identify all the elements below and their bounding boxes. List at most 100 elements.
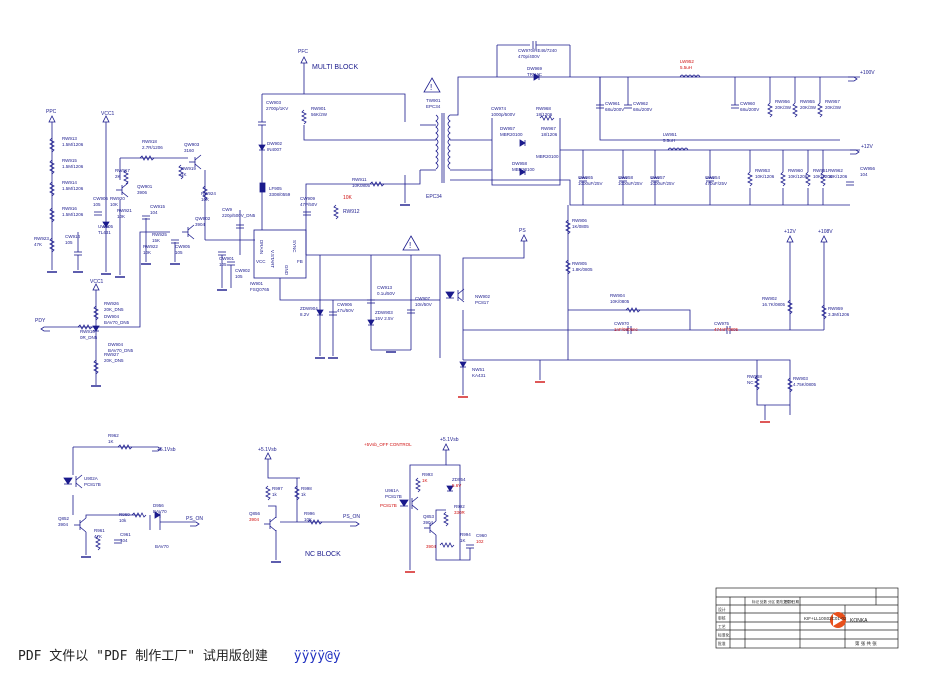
ic-pin-sync: SYNC [292,240,297,253]
part-value-rw924: 10K [201,197,209,202]
svg-text:!: ! [430,83,432,92]
part-ref-rw968b: RW968 [747,374,762,379]
part-value-qw903: 3160 [184,148,195,153]
part-ref-r993: R993 [422,472,433,477]
part-value-cw970b: 1nF/0805nc [614,327,639,332]
title-block-row-label: 工艺 [718,624,726,629]
part-value-r997: 1k [272,492,278,497]
part-ref-cw913: CW913 [377,285,393,290]
part-value-dw958: MBR20100 [512,167,535,172]
capacitor-symbol [329,311,337,316]
title-block-header: 签名 [784,599,791,604]
part-value-rw902: 16.7K/0805 [762,302,786,307]
capacitor-symbol [218,251,226,256]
part-value-rw922: 10K [143,250,151,255]
resistor-symbol [49,137,55,153]
pdf-watermark-footer: PDF 文件以 "PDF 制作工厂" 试用版创建 ÿÿÿÿ@ÿ [18,645,341,664]
net-label-ps-on-1: PS_ON [186,516,203,522]
part-value-cw905: 105 [175,250,183,255]
part-ref-cw901: CW901 [219,256,235,261]
resistor-symbol [117,444,133,450]
part-value-rw914: 1.5M/1206 [62,186,84,191]
part-ref-cw902: CW902 [235,268,251,273]
title-block-row-label: 标准化 [718,633,730,638]
part-value-cw906b: 47u/50V [337,308,354,313]
part-ref-cw974: CW974 [491,106,507,111]
part-ref-rw906: RW906 [572,218,587,223]
part-value-cw960: 68u/200V [740,107,759,112]
rail-arrow-icon [102,115,110,123]
resistor-symbol [817,102,823,118]
capacitor-symbol [624,104,632,109]
part-ref-q856: Q856 [249,511,261,516]
diode-symbol [92,325,100,332]
part-value-lf905: 3308/0559 [269,192,291,197]
capacitor-symbol [303,211,311,216]
part-ref-rw902: RW902 [762,296,777,301]
part-value-rw968: 18/1206 [536,112,553,117]
resistor-symbol [294,485,300,501]
part-ref-nw51: NW51 [472,367,485,372]
transistor-symbol [116,182,129,198]
part-value-c960: 102 [476,539,484,544]
part-ref-c960: C960 [476,533,487,538]
part-ref-q852: Q852 [58,516,70,521]
part-value-cw961: 68u/200V [605,107,624,112]
part-ref-rw926: RW926 [104,301,119,306]
title-block-header: 日期 [792,599,800,604]
part-value-uw905: TL431 [98,230,111,235]
resistor-symbol [539,115,555,121]
part-value-u902a: PC817B [84,482,101,487]
part-value-cw954: 470uF/25V [705,181,727,186]
diode-symbol [102,221,110,228]
capacitor-symbol [627,326,632,334]
resistor-symbol [747,171,753,187]
part-ref-cw914: CW914 [65,234,81,239]
part-value-rw905: 1.8K/0805 [572,267,593,272]
rail-label-pfc: PFC [298,49,308,55]
part-value-cw913: 0.1u/50V [377,291,395,296]
resistor-symbol [439,542,455,548]
resistor-symbol [301,109,307,125]
capacitor-symbol [407,309,415,314]
part-ref-zdw903: ZDW903 [375,310,393,315]
part-ref-cw975: CW975 [714,321,730,326]
part-value-rw959: 3.3M/1206 [828,312,850,317]
part-value-rw962: 10K/1206 [828,174,848,179]
part-value-rw967: 18/1206 [541,132,558,137]
rail-arrow-icon [786,235,794,243]
konka-logo [830,612,846,628]
part-value-rw903: 4.75K/0805 [793,382,817,387]
resistor-symbol [787,299,793,315]
title-block-header: 分区 [768,599,776,604]
capacitor-symbol [227,261,235,266]
diode-symbol [519,168,526,176]
footer-link[interactable]: ÿÿÿÿ@ÿ [293,649,341,664]
resistor-symbol [565,259,571,275]
part-ref-rw911: RW911 [352,177,367,182]
title-block-header: 处数 [760,599,768,604]
part-ref-rw953: RW953 [755,168,770,173]
diode-symbol [316,309,324,316]
part-ref-rw925: RW925 [152,232,167,237]
net-flag-icon [850,149,860,155]
part-value-rw910: 0R_DN5 [80,335,98,340]
part-value-rw927: 20K_DN5 [104,358,124,363]
diode-symbol [258,144,266,151]
resistor-symbol [767,102,773,118]
net-label-pdy: PDY [35,318,46,324]
part-ref-dw904: DW904 [104,314,120,319]
part-ref-cw957: CW957 [650,175,666,180]
rail-label-12v-b: +12V [784,229,796,235]
ic-pin-drain: DRAIN [259,240,264,254]
part-value-cw915: 104 [150,210,158,215]
part-value-d956b: BAV70 [155,544,169,549]
rail-label-ppc: PPC [46,109,57,115]
resistor-symbol [202,185,208,201]
part-ref-r998: R998 [301,486,312,491]
optocoupler-symbol [399,496,419,511]
diode-symbol [154,511,161,519]
rail-arrow-icon [520,234,528,242]
part-ref-lf905: LF905 [269,186,282,191]
part-value-dw902: IN4007 [267,147,282,152]
